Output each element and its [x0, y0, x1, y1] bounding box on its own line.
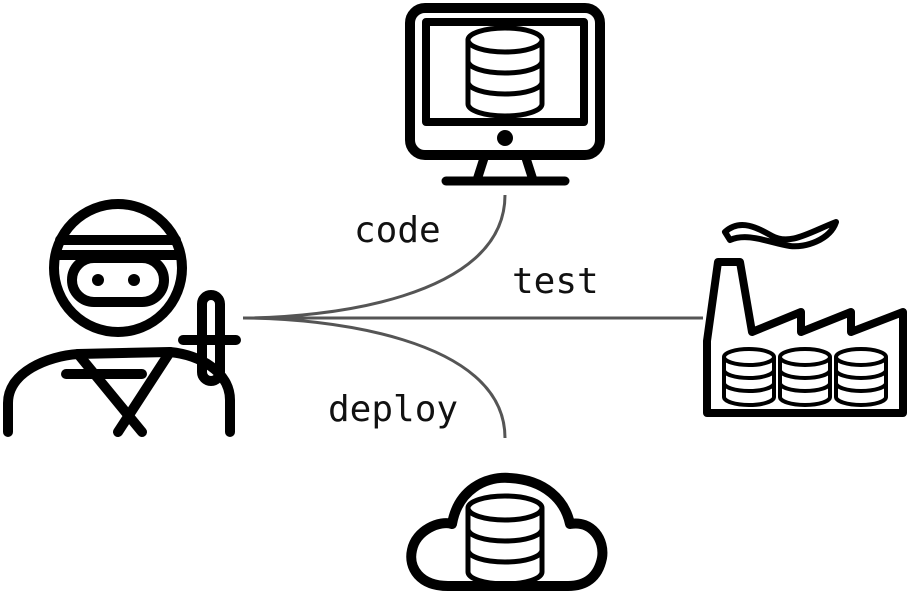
test-label: test — [512, 261, 599, 302]
ninja-developer-icon — [3, 199, 241, 437]
deploy-connector — [242, 316, 507, 439]
factory-databases-icon — [703, 219, 907, 417]
deploy-label: deploy — [328, 389, 459, 430]
connector-lines — [242, 194, 703, 439]
cloud-database-icon — [406, 472, 608, 591]
code-label: code — [354, 210, 441, 251]
computer-monitor-database-icon — [405, 3, 605, 186]
